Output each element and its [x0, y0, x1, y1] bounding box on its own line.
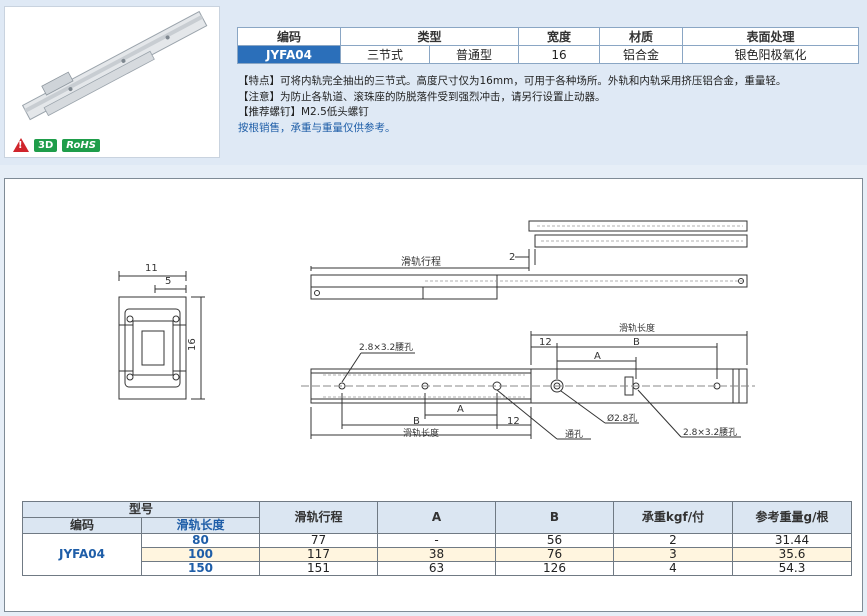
spec-header-width: 宽度 [518, 27, 600, 46]
dim-16-label: 16 [187, 338, 198, 351]
spec-width: 16 [518, 45, 600, 64]
table-row: JYFA04 80 77 - 56 2 31.44 [22, 533, 852, 576]
dim-a-top-label: A [594, 351, 601, 362]
hole-label: Ø2.8孔 [607, 413, 637, 424]
table-code: JYFA04 [22, 533, 142, 576]
row-a: 38 [377, 547, 496, 562]
slide-length-top-label: 滑轨长度 [619, 322, 655, 334]
3d-model-badge[interactable]: 3D [34, 138, 58, 152]
row-load: 3 [613, 547, 733, 562]
table-header-travel: 滑轨行程 [259, 501, 378, 534]
row-weight: 31.44 [732, 533, 852, 548]
row-length: 80 [141, 533, 260, 548]
table-header-a: A [377, 501, 496, 534]
notes: 【特点】可将内轨完全抽出的三节式。高度尺寸仅为16mm，可用于各种场所。外轨和内… [238, 74, 786, 136]
row-travel: 117 [259, 547, 378, 562]
row-a: - [377, 533, 496, 548]
spec-finish: 银色阳极氧化 [682, 45, 859, 64]
table-row: 150 151 63 126 4 54.3 [23, 561, 852, 576]
slot-label: 2.8×3.2腰孔 [359, 342, 413, 353]
dim-b-top-label: B [633, 337, 640, 348]
travel-label: 滑轨行程 [401, 255, 441, 268]
row-a: 63 [377, 561, 496, 576]
spec-header-material: 材质 [599, 27, 683, 46]
spec-table: 编码 类型 宽度 材质 表面处理 JYFA04 三节式 普通型 16 铝合金 银… [237, 27, 859, 64]
spec-type-1: 三节式 [340, 45, 430, 64]
dim-12-top-label: 12 [539, 337, 552, 348]
note-feature: 【特点】可将内轨完全抽出的三节式。高度尺寸仅为16mm，可用于各种场所。外轨和内… [238, 75, 787, 87]
dim-5-label: 5 [165, 276, 171, 287]
spec-header-type: 类型 [340, 27, 519, 46]
technical-drawing: 11 5 16 滑轨行程 2 [118, 220, 755, 440]
spec-header-finish: 表面处理 [682, 27, 859, 46]
slot-2-label: 2.8×3.2腰孔 [683, 427, 737, 438]
row-length: 100 [141, 547, 260, 562]
table-header-load: 承重kgf/付 [613, 501, 733, 534]
dim-b-bottom-label: B [413, 416, 420, 427]
spec-type-2: 普通型 [429, 45, 519, 64]
extended-slide-view [310, 220, 748, 300]
row-travel: 151 [259, 561, 378, 576]
row-b: 56 [495, 533, 614, 548]
slide-length-bottom-label: 滑轨长度 [403, 427, 439, 439]
row-weight: 54.3 [732, 561, 852, 576]
warning-icon: ! [13, 138, 29, 152]
note-sale: 按根销售，承重与重量仅供参考。 [238, 121, 396, 134]
dim-12-bottom-label: 12 [507, 416, 520, 427]
spec-header-code: 编码 [237, 27, 341, 46]
product-photo [21, 10, 208, 121]
data-table: 型号 滑轨行程 A B 承重kgf/付 参考重量g/根 编码 滑轨长度 JYFA… [22, 501, 852, 576]
row-length: 150 [141, 561, 260, 576]
table-row: 100 117 38 76 3 35.6 [23, 547, 852, 562]
table-header-length: 滑轨长度 [141, 517, 260, 534]
closed-slide-view [301, 331, 755, 440]
table-header-code: 编码 [22, 517, 142, 534]
row-load: 2 [613, 533, 733, 548]
product-photo-card: ! 3D RoHS [4, 6, 220, 158]
table-header-b: B [495, 501, 614, 534]
spec-material: 铝合金 [599, 45, 683, 64]
dim-2-label: 2 [509, 252, 515, 263]
dim-11-label: 11 [145, 263, 158, 274]
row-weight: 35.6 [732, 547, 852, 562]
spec-code: JYFA04 [237, 45, 341, 64]
row-travel: 77 [259, 533, 378, 548]
table-header-model: 型号 [22, 501, 260, 518]
badges: ! 3D RoHS [13, 138, 100, 152]
row-b: 126 [495, 561, 614, 576]
through-hole-label: 通孔 [565, 429, 583, 440]
note-caution: 【注意】为防止各轨道、滚珠座的防脱落件受到强烈冲击，请另行设置止动器。 [238, 90, 606, 103]
rohs-badge: RoHS [62, 138, 100, 152]
note-screw: 【推荐螺钉】M2.5低头螺钉 [238, 106, 369, 118]
row-b: 76 [495, 547, 614, 562]
dim-a-bottom-label: A [457, 404, 464, 415]
row-load: 4 [613, 561, 733, 576]
cross-section-view [118, 271, 205, 400]
table-header-weight: 参考重量g/根 [732, 501, 852, 534]
